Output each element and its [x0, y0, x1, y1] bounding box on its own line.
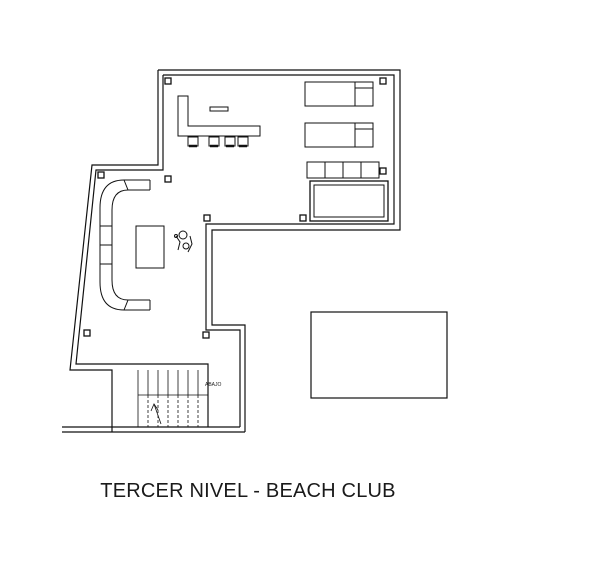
bar-counter — [177, 95, 261, 148]
sun-loungers — [304, 81, 374, 148]
staircase — [137, 370, 208, 427]
lounge-seating — [306, 161, 389, 222]
coffee-table — [135, 225, 165, 269]
structural-columns — [83, 77, 387, 339]
plan-title: TERCER NIVEL - BEACH CLUB — [100, 480, 396, 502]
stair-label: ABAJO — [205, 382, 222, 388]
pool — [310, 311, 448, 399]
curved-sofa — [99, 179, 151, 311]
person-symbol-icon — [174, 230, 193, 253]
exterior-walls — [62, 69, 401, 433]
